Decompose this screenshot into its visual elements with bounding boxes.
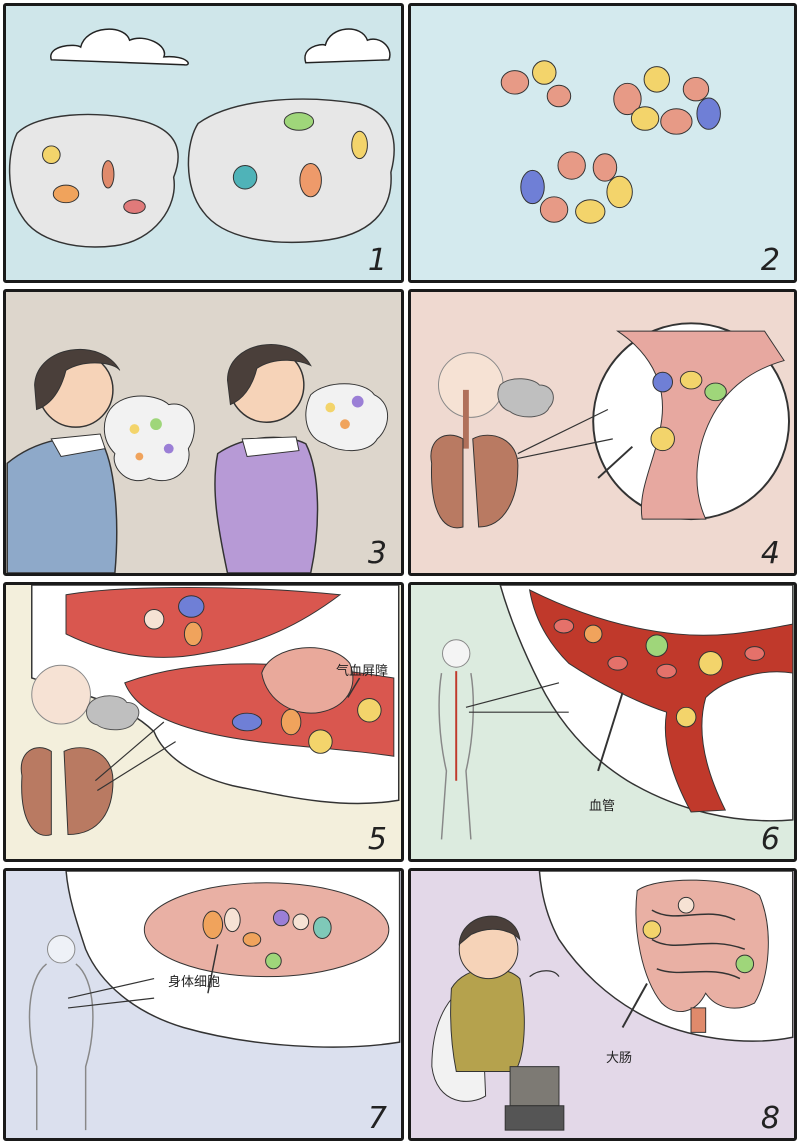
panel-6-illustration bbox=[438, 585, 794, 840]
panel-6: 血管 6 bbox=[408, 582, 797, 862]
panel-number: 6 bbox=[760, 822, 780, 857]
panel-8: 大肠 8 bbox=[408, 868, 797, 1141]
label-large-intestine: 大肠 bbox=[606, 1051, 633, 1066]
panel-8-illustration bbox=[431, 871, 794, 1131]
label-air-blood-barrier: 气血屏障 bbox=[336, 664, 389, 679]
panel-number: 3 bbox=[367, 536, 387, 571]
panel-5-illustration bbox=[20, 585, 400, 836]
panel-2-illustration bbox=[500, 60, 721, 224]
panel-3-illustration bbox=[6, 343, 389, 573]
panel-4: 4 bbox=[408, 289, 797, 576]
panel-number: 1 bbox=[367, 243, 387, 278]
panel-number: 4 bbox=[760, 536, 780, 571]
panel-1: 1 bbox=[3, 3, 404, 283]
label-blood-vessel: 血管 bbox=[589, 799, 616, 814]
panel-7: 身体细胞 7 bbox=[3, 868, 404, 1141]
panel-2: 2 bbox=[408, 3, 797, 283]
panel-7-illustration bbox=[28, 871, 401, 1131]
panel-number: 8 bbox=[760, 1101, 780, 1136]
panel-number: 7 bbox=[367, 1101, 387, 1136]
panel-4-illustration bbox=[430, 322, 790, 529]
label-body-cells: 身体细胞 bbox=[168, 975, 221, 990]
panel-number: 2 bbox=[760, 243, 780, 278]
panel-5: 气血屏障 5 bbox=[3, 582, 404, 862]
panel-1-illustration bbox=[8, 28, 395, 248]
panel-number: 5 bbox=[367, 822, 387, 857]
panel-3: 3 bbox=[3, 289, 404, 576]
